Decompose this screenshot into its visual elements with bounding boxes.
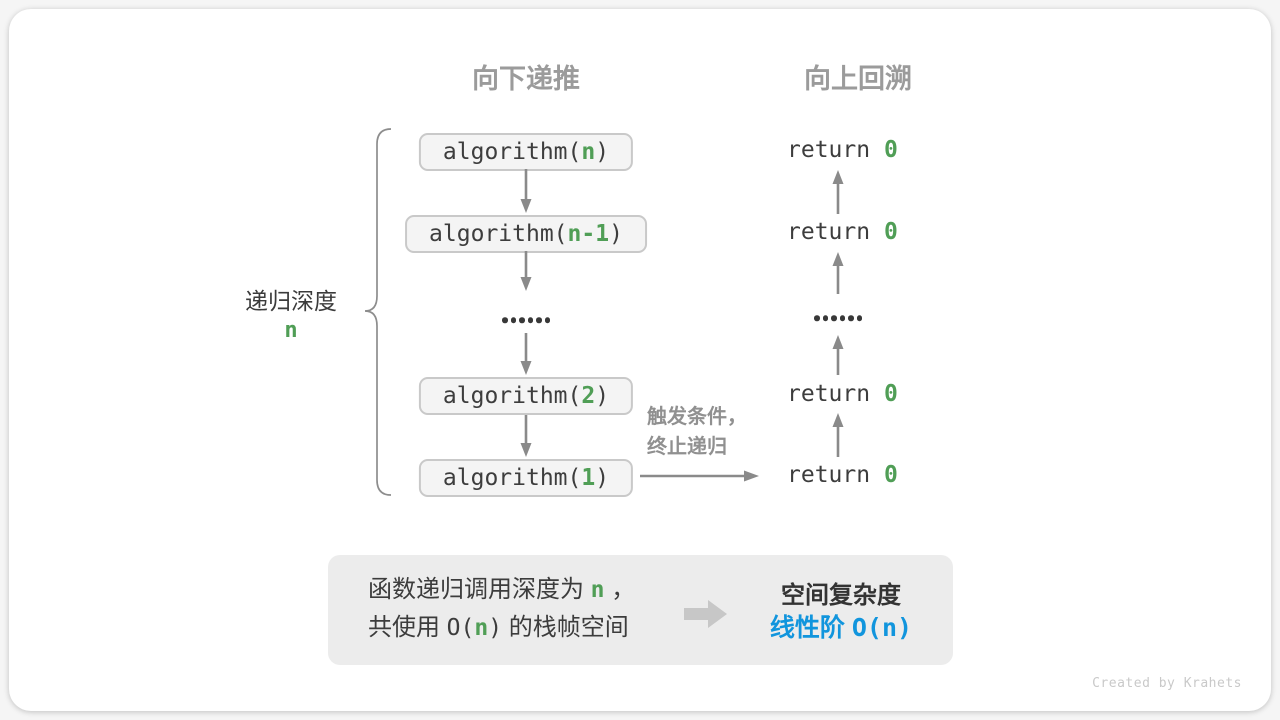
- watermark: Created by Krahets: [1092, 676, 1242, 691]
- summary-line1-prefix: 函数递归调用深度为: [368, 576, 591, 603]
- call-box-arg: n: [581, 139, 596, 165]
- curly-brace-icon: [364, 128, 392, 496]
- ellipsis-dots: [502, 317, 550, 323]
- arrow-up-icon: [832, 335, 844, 375]
- summary-panel: [328, 555, 953, 665]
- return-row: return 0: [787, 461, 898, 489]
- summary-line2-open-paren: O(: [446, 615, 475, 641]
- summary-line2-suffix: 的栈帧空间: [502, 614, 629, 641]
- return-row: return 0: [787, 136, 898, 164]
- depth-label: 递归深度: [245, 288, 337, 314]
- depth-var: n: [211, 317, 371, 343]
- arrow-right-icon: [640, 470, 759, 482]
- arrow-up-icon: [832, 252, 844, 294]
- result-value: 线性阶 O(n): [770, 608, 912, 644]
- call-box-arg: n-1: [567, 221, 610, 247]
- call-box-arg: 2: [581, 383, 596, 409]
- arrow-down-icon: [520, 415, 532, 457]
- call-box-suffix: ): [595, 383, 610, 409]
- return-keyword: return: [787, 137, 884, 163]
- return-keyword: return: [787, 381, 884, 407]
- call-box-suffix: ): [609, 221, 623, 247]
- return-row: return 0: [787, 218, 898, 246]
- arrow-down-icon: [520, 169, 532, 213]
- call-box-1: algorithm(1): [418, 459, 634, 497]
- arrow-up-icon: [832, 413, 844, 457]
- call-box-prefix: algorithm(: [442, 465, 582, 491]
- call-box-arg: 1: [581, 465, 596, 491]
- header-recurse-down: 向下递推: [472, 64, 580, 94]
- call-box-prefix: algorithm(: [429, 221, 568, 247]
- call-box-n-1: algorithm(n-1): [405, 215, 647, 253]
- depth-var-n: n: [284, 318, 298, 343]
- summary-line2-close-paren: ): [488, 615, 503, 641]
- call-box-suffix: ): [595, 139, 610, 165]
- summary-line-2: 共使用 O(n) 的栈帧空间: [368, 609, 635, 647]
- result-label: 线性阶: [769, 614, 852, 642]
- return-value: 0: [883, 462, 898, 488]
- summary-line-1: 函数递归调用深度为 n ，: [368, 571, 635, 609]
- summary-text: 函数递归调用深度为 n ， 共使用 O(n) 的栈帧空间: [368, 571, 635, 647]
- arrow-up-icon: [832, 170, 844, 214]
- summary-line1-suffix: ，: [604, 576, 636, 603]
- ellipsis-dots: [814, 315, 862, 321]
- call-box-prefix: algorithm(: [442, 139, 582, 165]
- return-value: 0: [883, 381, 898, 407]
- call-box-suffix: ): [595, 465, 610, 491]
- summary-line2-prefix: 共使用: [368, 614, 447, 641]
- return-keyword: return: [787, 219, 884, 245]
- call-box-n: algorithm(n): [418, 133, 634, 171]
- trigger-line-1: 触发条件，: [647, 406, 747, 428]
- trigger-line-2: 终止递归: [647, 436, 727, 458]
- summary-line2-var: n: [474, 615, 489, 641]
- result-complexity-code: O(n): [851, 613, 913, 642]
- arrow-down-icon: [520, 251, 532, 291]
- result-title: 空间复杂度: [781, 582, 901, 609]
- header-backtrack-up: 向上回溯: [804, 64, 912, 94]
- return-row: return 0: [787, 380, 898, 408]
- arrow-down-icon: [520, 333, 532, 375]
- summary-line1-var: n: [590, 577, 605, 603]
- call-box-prefix: algorithm(: [442, 383, 582, 409]
- block-arrow-right-icon: [684, 600, 727, 628]
- trigger-annotation: 触发条件， 终止递归: [647, 402, 747, 462]
- call-box-2: algorithm(2): [418, 377, 634, 415]
- return-value: 0: [883, 137, 898, 163]
- return-value: 0: [883, 219, 898, 245]
- return-keyword: return: [787, 462, 884, 488]
